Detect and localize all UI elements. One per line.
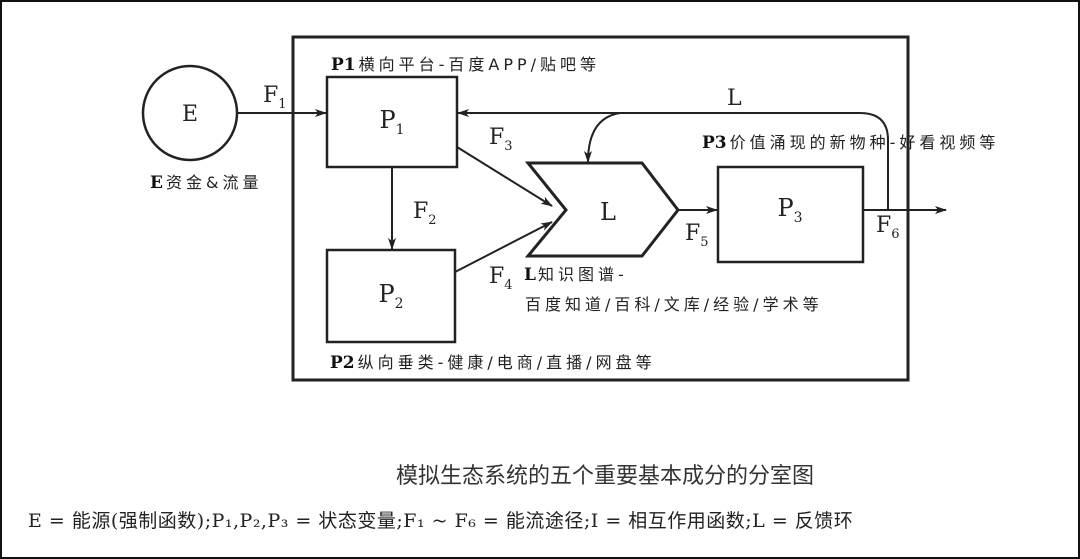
L-symbol: L <box>600 198 616 226</box>
figure-legend: E = 能源(强制函数);P₁,P₂,P₃ = 状态变量;F₁ ~ F₆ = 能… <box>28 510 854 532</box>
F5-label: F5 <box>685 221 709 250</box>
P3-symbol: P3 <box>777 194 802 226</box>
F2-label: F2 <box>413 199 437 228</box>
state-box-P3 <box>716 165 865 264</box>
F4-label: F4 <box>489 264 513 293</box>
system-boundary <box>291 35 910 382</box>
L-annotation-line2: 百度知道/百科/文库/经验/学术等 <box>525 295 823 314</box>
E-symbol: E <box>182 102 198 127</box>
state-box-P1 <box>325 75 459 169</box>
feedback-label: L <box>727 86 742 111</box>
interaction-L-chevron <box>524 161 680 258</box>
P2-symbol: P2 <box>378 280 403 312</box>
F1-label: F1 <box>263 83 287 112</box>
P1-symbol: P1 <box>379 106 404 138</box>
F3-label: F3 <box>489 125 513 154</box>
flow-F3-arrow <box>456 146 553 207</box>
state-box-P2 <box>325 248 457 344</box>
F6-label: F6 <box>876 213 900 242</box>
figure-caption: 模拟生态系统的五个重要基本成分的分室图 <box>395 464 814 489</box>
feedback-branch-arrow <box>584 112 621 163</box>
flow-F4-arrow <box>454 221 553 273</box>
feedback-loop-arrow <box>457 109 889 210</box>
